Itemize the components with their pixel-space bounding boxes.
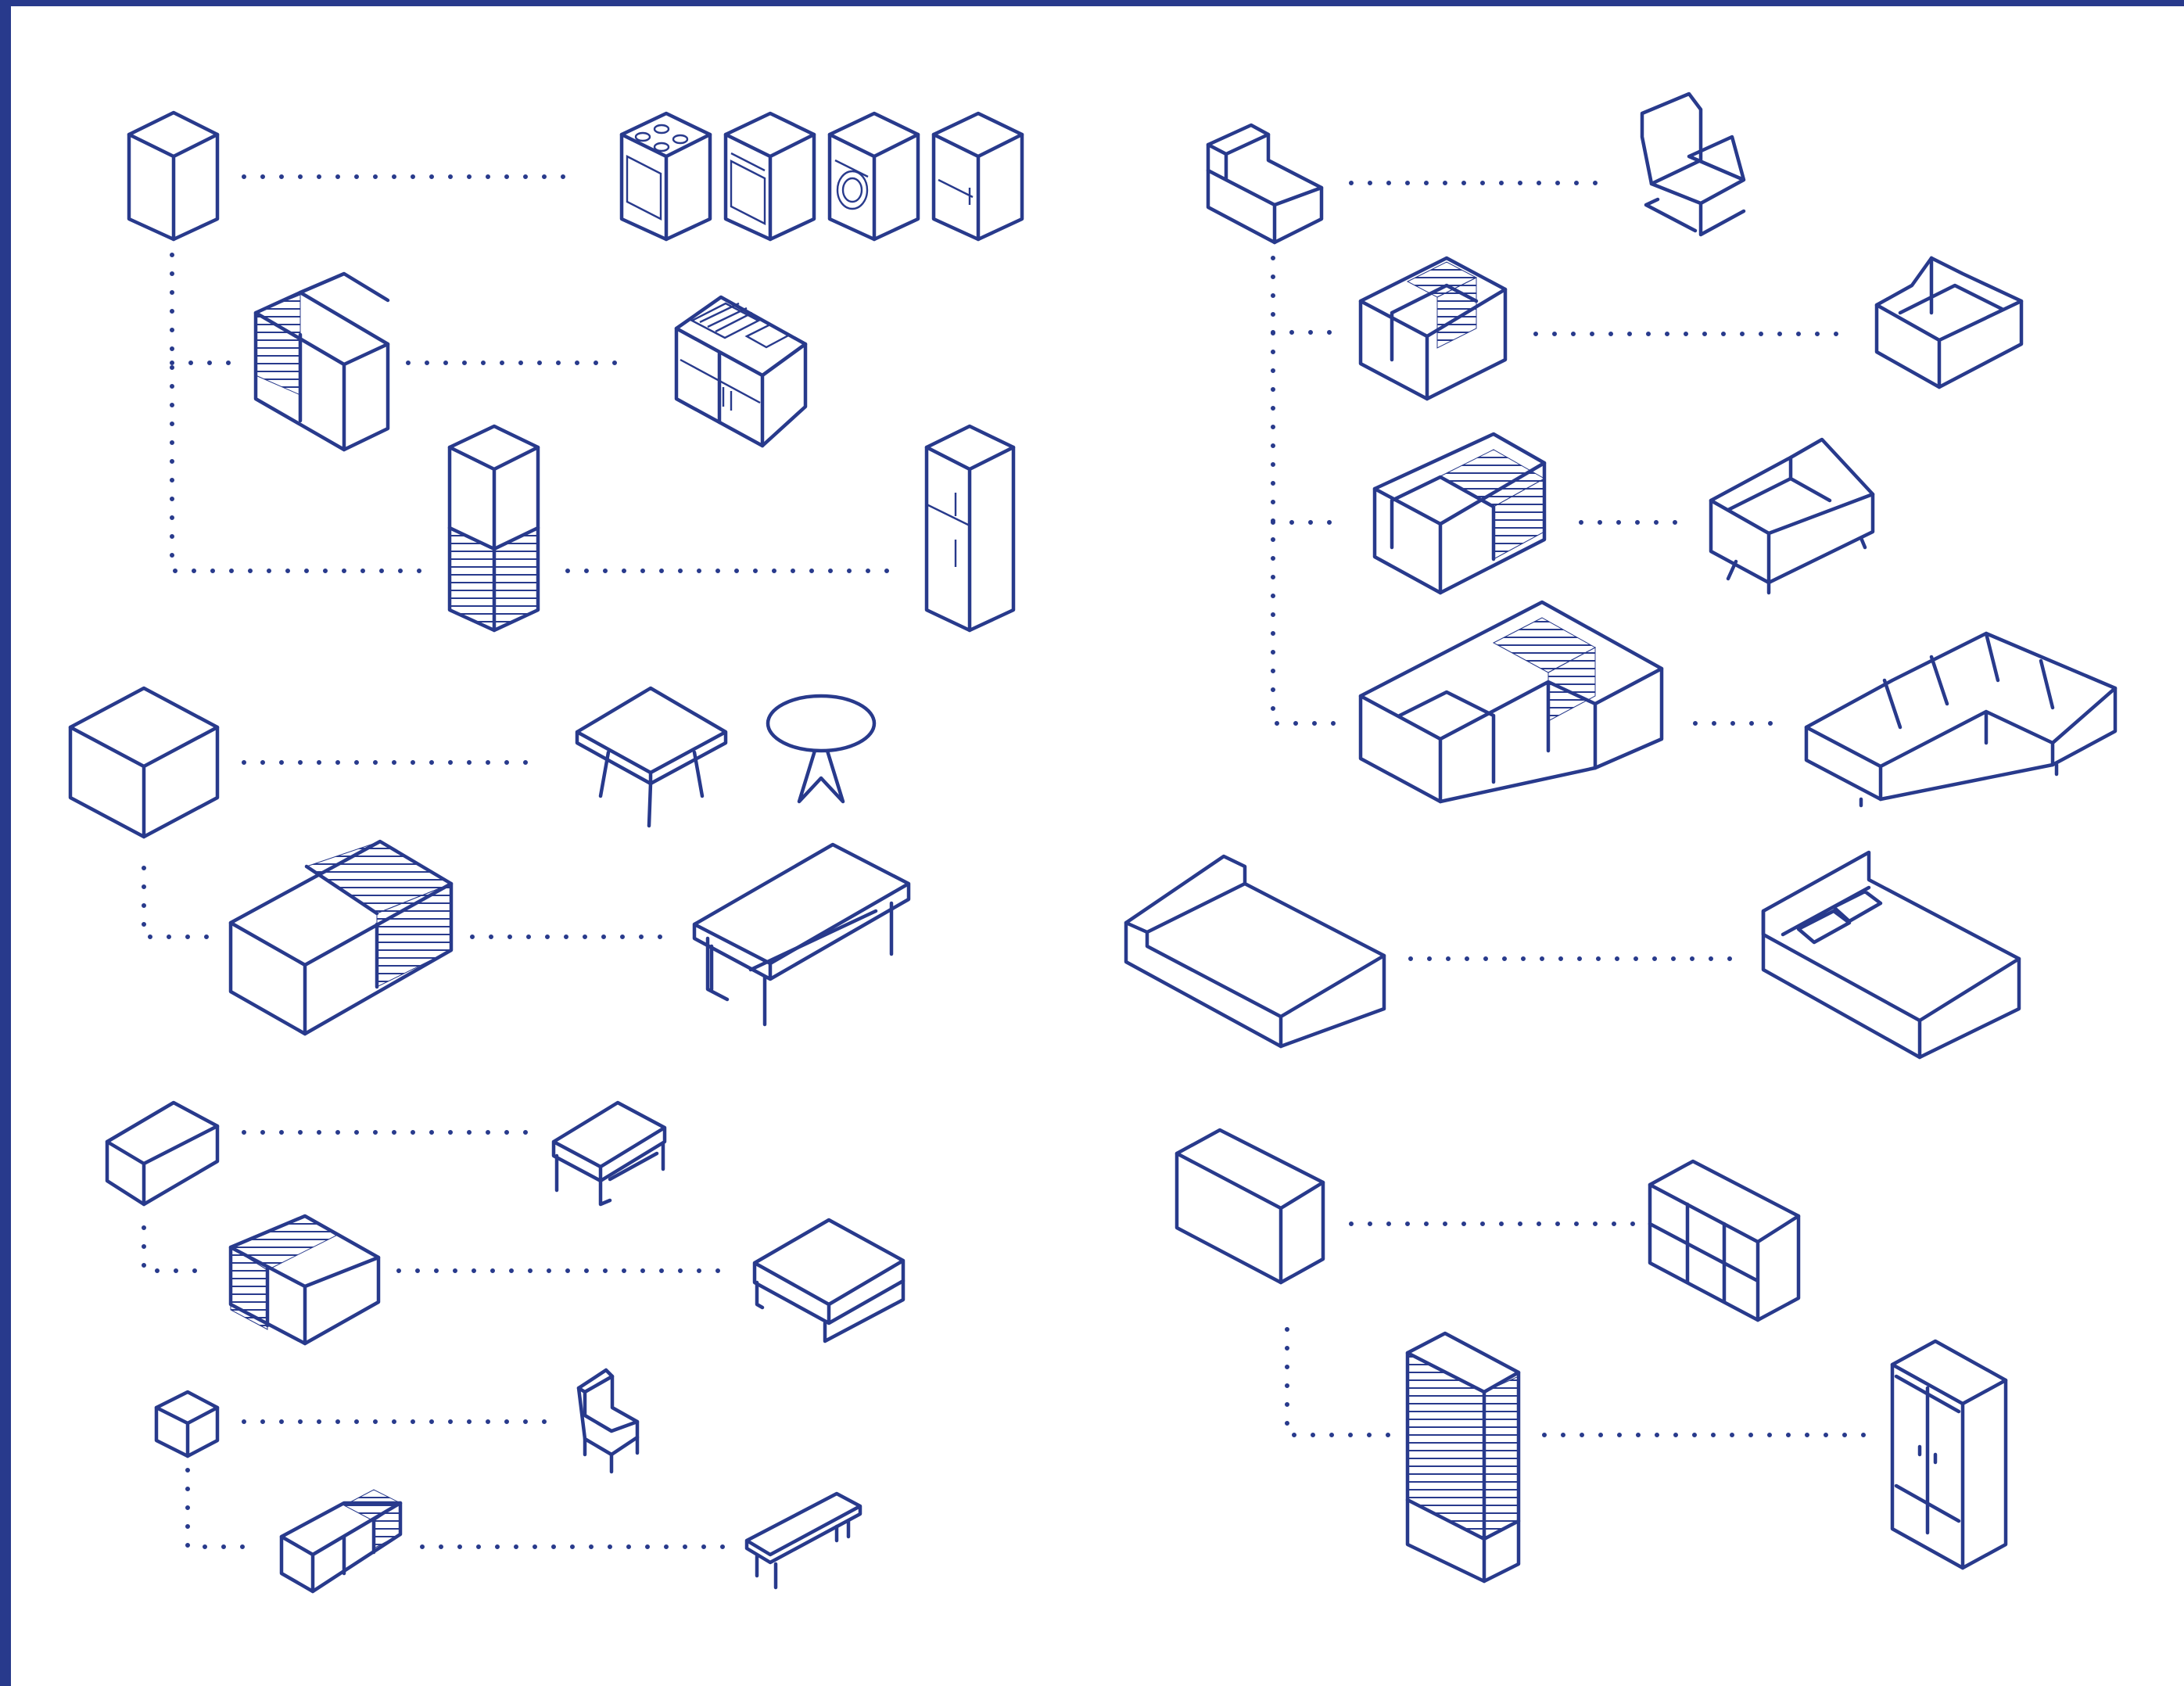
connector-seating-2 [1271, 256, 1339, 726]
chair-block [1206, 123, 1324, 245]
wardrobe-block [1405, 1331, 1521, 1584]
connector-tables-2 [142, 866, 213, 939]
washing-machine-icon [827, 111, 920, 242]
shelf-unit-icon [1648, 1159, 1801, 1322]
tall-fridge-icon [924, 424, 1016, 633]
corner-block [1358, 600, 1664, 804]
stove-icon [619, 111, 712, 242]
connector-low-2 [142, 1225, 213, 1273]
square-table-icon [575, 686, 728, 828]
sofa-icon [1709, 437, 1875, 595]
fridge-small-icon [931, 111, 1024, 242]
cabinet-block [1174, 1128, 1325, 1285]
wardrobe-icon [1890, 1339, 2008, 1570]
table-block-long [228, 839, 454, 1036]
kitchenette-icon [674, 295, 808, 448]
chair-icon [576, 1368, 640, 1474]
connectors [142, 174, 1871, 1549]
bed-block [1124, 854, 1386, 1049]
corner-sofa-icon [1804, 631, 2118, 808]
double-bed-icon [1761, 850, 2021, 1060]
connector-kitchen-2 [170, 253, 432, 573]
box-single [127, 110, 220, 242]
small-box [105, 1100, 220, 1207]
connector-storage-2 [1285, 1327, 1394, 1437]
cube-large [68, 686, 220, 839]
dining-table-icon [692, 842, 911, 1027]
bench-block [279, 1489, 403, 1594]
cantilever-chair-icon [1640, 91, 1746, 237]
wide-box [228, 1214, 381, 1346]
coffee-table-icon [752, 1218, 906, 1343]
connector-low-5 [185, 1468, 256, 1549]
bench-icon [744, 1491, 862, 1590]
armchair-block [1358, 256, 1508, 401]
two-seat-block [1372, 432, 1547, 595]
box-tall-striped [447, 424, 540, 633]
dishwasher-icon [723, 111, 816, 242]
armchair-icon [1874, 256, 2024, 389]
side-table-icon [551, 1100, 667, 1207]
tiny-cube [154, 1390, 220, 1458]
round-table-icon [766, 694, 877, 804]
box-double-striped [253, 271, 390, 452]
